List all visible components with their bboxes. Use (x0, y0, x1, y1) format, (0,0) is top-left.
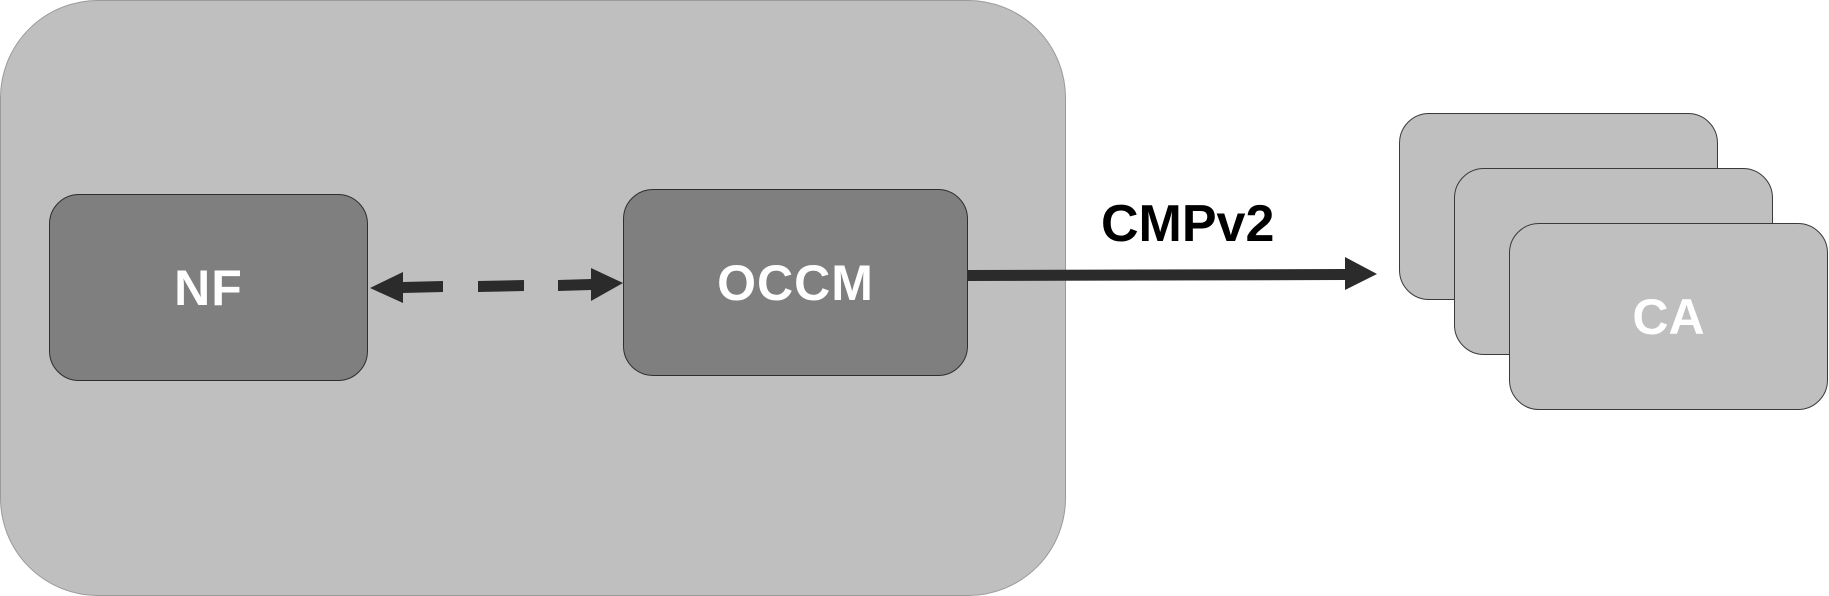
nf-node: NF (49, 194, 368, 381)
ca-label: CA (1632, 288, 1705, 345)
arrowhead-right-icon (591, 268, 623, 301)
nf-occm-dashed-arrow (370, 268, 623, 303)
ca-node-front: CA (1509, 223, 1828, 410)
arrowhead-right-icon (1345, 257, 1377, 290)
nf-label: NF (174, 259, 243, 316)
occm-ca-cmpv2-arrow (968, 257, 1377, 290)
arrowhead-left-icon (370, 272, 403, 303)
occm-label: OCCM (717, 254, 874, 311)
cmpv2-edge-label: CMPv2 (1101, 195, 1275, 253)
occm-node: OCCM (623, 189, 968, 376)
